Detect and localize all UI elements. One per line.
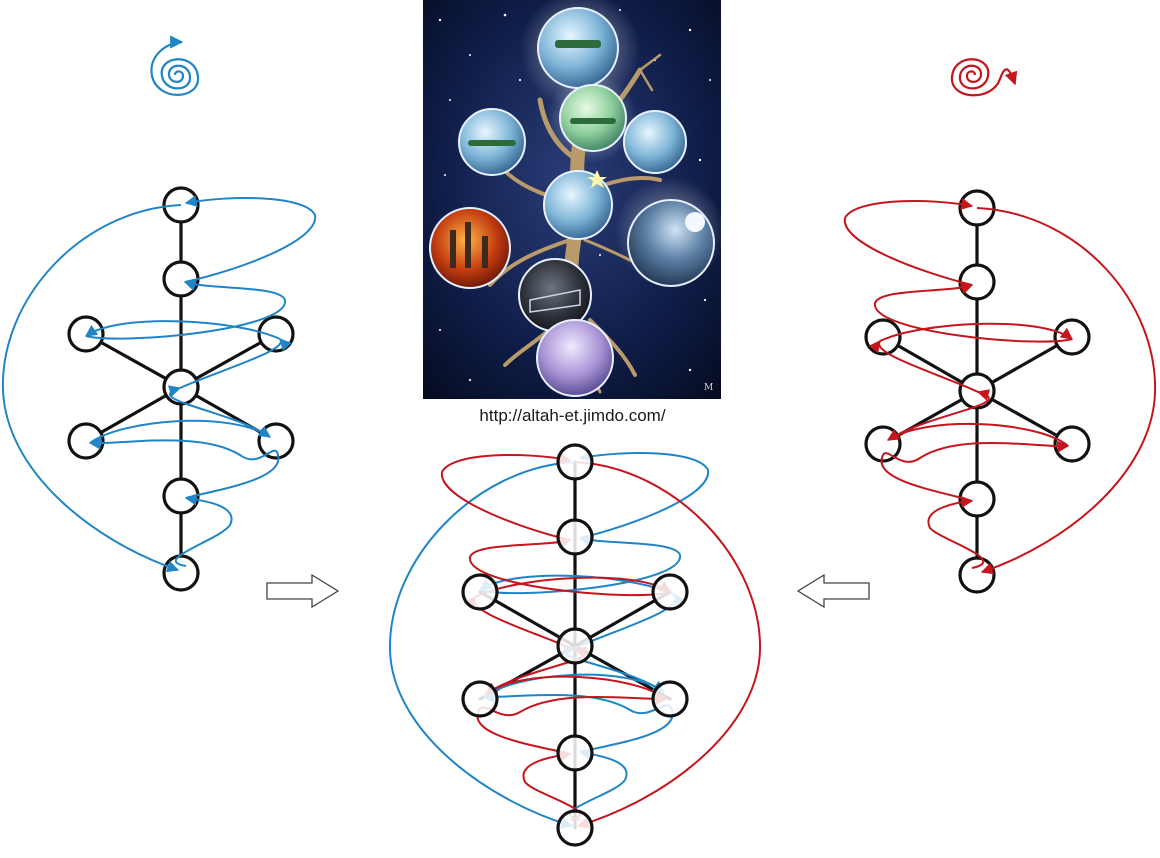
right-node-4: [1053, 318, 1091, 356]
left-node-3: [67, 315, 105, 353]
right-pointing-outline-arrow-icon: [266, 573, 340, 609]
center-node-3: [461, 573, 499, 611]
center-node-1: [556, 443, 594, 481]
center-tree-nodes: [461, 443, 689, 847]
orb-details: [468, 40, 616, 146]
star-icon: [587, 170, 607, 188]
left-node-7: [257, 422, 295, 460]
center-node-4: [651, 573, 689, 611]
center-blue-path: [388, 450, 710, 829]
right-red-path: [843, 198, 1157, 575]
left-node-6: [67, 422, 105, 460]
counterclockwise-spiral-icon: [150, 35, 200, 96]
left-node-2: [162, 260, 200, 298]
right-node-2: [958, 263, 996, 301]
dark-realm-structure: [529, 289, 581, 313]
right-node-9: [958, 556, 996, 594]
clockwise-spiral-icon: [950, 58, 1018, 97]
fire-realm-pillars: [450, 222, 488, 268]
artwork-signature: M: [704, 383, 713, 393]
center-red-path: [440, 452, 762, 829]
artwork-source-url: http://altah-et.jimdo.com/: [479, 406, 666, 425]
center-node-8: [556, 734, 594, 772]
left-blue-path: [1, 195, 317, 573]
left-pointing-outline-arrow-icon: [796, 573, 870, 609]
moon-icon: [685, 212, 705, 232]
center-node-9: [556, 809, 594, 847]
left-tree-blue: [1, 186, 317, 592]
realm-orbs: [429, 7, 715, 397]
center-node-5: [556, 627, 594, 665]
center-node-2: [556, 518, 594, 556]
tree-artwork: M: [423, 0, 725, 399]
center-tree-combined: [388, 443, 762, 847]
center-node-7: [651, 680, 689, 718]
right-tree-red: [843, 189, 1157, 594]
left-node-9: [162, 554, 200, 592]
right-node-7: [1053, 425, 1091, 463]
center-node-6: [461, 680, 499, 718]
